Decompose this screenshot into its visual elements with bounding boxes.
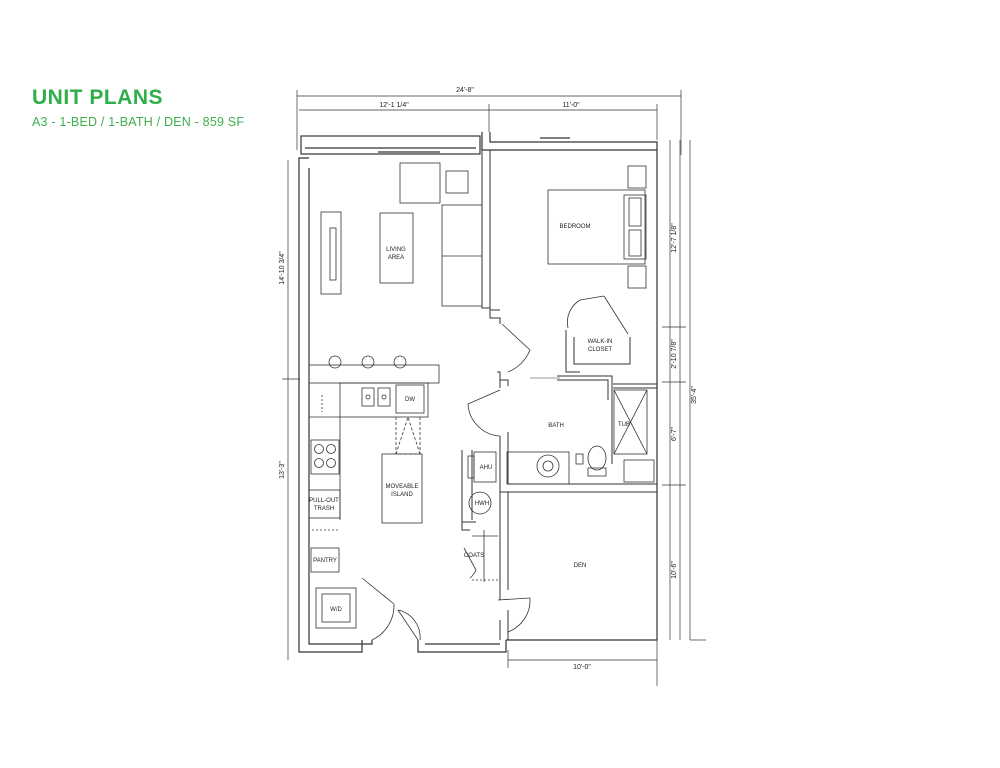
exterior-walls	[298, 132, 658, 653]
ahu-label: AHU	[480, 465, 493, 471]
interior-walls	[461, 150, 657, 640]
dim-bath-height: 6'-7"	[671, 427, 678, 441]
utility	[467, 451, 498, 582]
coats-label: COATS	[464, 553, 484, 559]
dimension-lines	[282, 90, 706, 686]
dim-bed-height: 12'-7 1/8"	[671, 223, 678, 253]
den-label: DEN	[574, 563, 587, 569]
pantry-label: PANTRY	[313, 558, 337, 564]
walkin-label-2: CLOSET	[588, 347, 612, 353]
dim-closet-height: 2'-10 7/8"	[671, 339, 678, 369]
dim-den-height: 10'-6"	[671, 561, 678, 579]
page-subtitle: A3 - 1-BED / 1-BATH / DEN - 859 SF	[32, 115, 245, 129]
bedroom-furniture	[547, 165, 647, 289]
bath-label: BATH	[548, 423, 564, 429]
island-label-2: ISLAND	[391, 492, 413, 498]
walkin-label-1: WALK-IN	[588, 339, 613, 345]
dim-left-lower: 13'-3"	[279, 461, 286, 479]
dw-label: DW	[405, 397, 415, 403]
doors	[361, 295, 629, 641]
dim-overall-width: 24'-8"	[456, 87, 474, 94]
living-label-1: LIVING	[386, 247, 406, 253]
dim-overall-height: 35'-4"	[691, 386, 698, 404]
bedroom-label: BEDROOM	[559, 224, 590, 230]
laundry	[315, 587, 357, 629]
trash-label-1: PULL-OUT	[309, 498, 339, 504]
bath-fixtures	[506, 389, 655, 485]
page-title: UNIT PLANS	[32, 86, 163, 109]
wd-label: W/D	[330, 607, 342, 613]
living-label-2: AREA	[388, 255, 404, 261]
dim-den-width: 10'-0"	[573, 664, 591, 671]
tub-label: TUB	[618, 422, 630, 428]
living-furniture	[320, 162, 483, 307]
dim-left-width: 12'-1 1/4"	[379, 102, 409, 109]
kitchen-fixtures	[308, 355, 440, 573]
trash-label-2: TRASH	[314, 506, 334, 512]
dim-right-width: 11'-0"	[562, 102, 580, 109]
dim-left-upper: 14'-10 3/4"	[279, 251, 286, 285]
island-label-1: MOVEABLE	[385, 484, 418, 490]
hwh-label: HWH	[475, 501, 489, 507]
